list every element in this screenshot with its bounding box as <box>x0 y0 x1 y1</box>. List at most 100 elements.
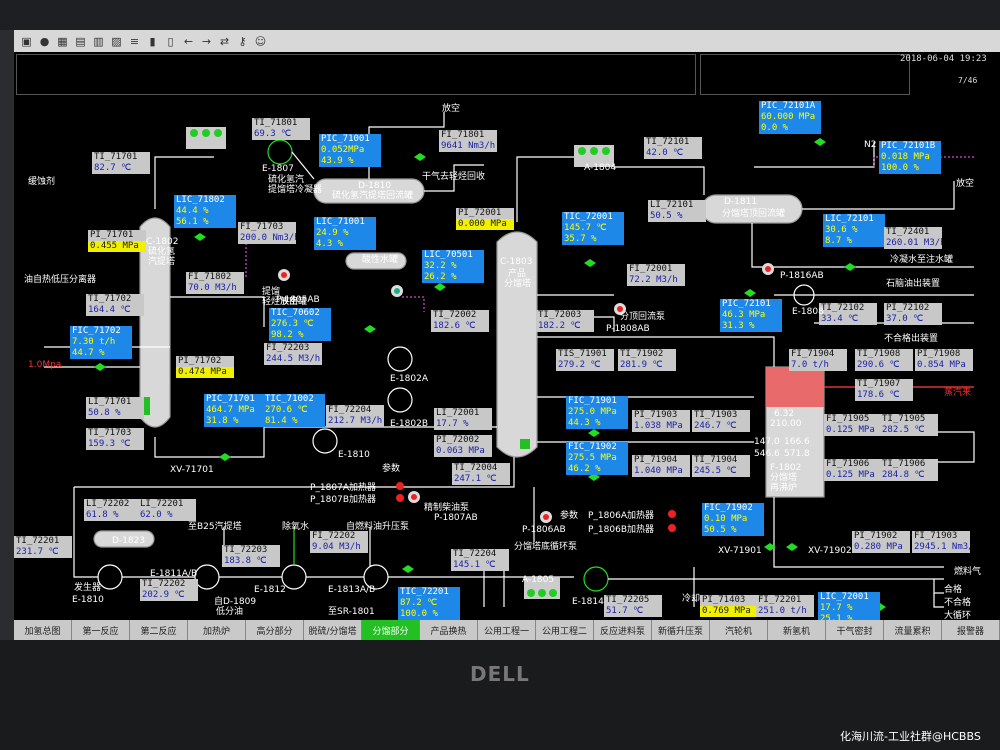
heater-p1807a-status-icon[interactable] <box>396 482 404 490</box>
nav-button-0[interactable]: 加氢总图 <box>14 620 72 640</box>
nav-button-16[interactable]: 报警器 <box>942 620 1000 640</box>
table-icon[interactable]: ▤ <box>75 34 86 48</box>
nav-button-1[interactable]: 第一反应 <box>72 620 130 640</box>
grid-icon[interactable]: ▦ <box>57 34 68 48</box>
nav-button-13[interactable]: 新氢机 <box>768 620 826 640</box>
user-icon[interactable]: ☺ <box>254 34 267 48</box>
nav-button-15[interactable]: 流量累积 <box>884 620 942 640</box>
nav-button-9[interactable]: 公用工程二 <box>536 620 594 640</box>
alarm-row[interactable] <box>17 55 695 64</box>
heater-p1806a-status-icon[interactable] <box>668 510 676 518</box>
nav-button-11[interactable]: 新循升压泵 <box>652 620 710 640</box>
key-icon[interactable]: ⚷ <box>238 34 247 48</box>
list-icon[interactable]: ≡ <box>129 34 140 48</box>
arrow-back-icon[interactable]: ← <box>183 34 194 48</box>
image-icon[interactable]: ▨ <box>111 34 122 48</box>
nav-button-2[interactable]: 第二反应 <box>130 620 188 640</box>
alarm-row[interactable] <box>17 64 695 73</box>
nav-button-7[interactable]: 产品换热 <box>420 620 478 640</box>
heater-p1806b-status-icon[interactable] <box>668 524 676 532</box>
nav-button-14[interactable]: 干气密封 <box>826 620 884 640</box>
chart-icon[interactable]: ▥ <box>93 34 104 48</box>
arrow-forward-icon[interactable]: → <box>201 34 212 48</box>
heater-p1807b-status-icon[interactable] <box>396 494 404 502</box>
nav-button-6[interactable]: 分馏部分 <box>362 620 420 640</box>
nav-button-5[interactable]: 脱硫/分馏塔 <box>304 620 362 640</box>
pause-icon[interactable]: ▮ <box>149 34 156 48</box>
alarm-row[interactable] <box>17 82 695 91</box>
nav-button-8[interactable]: 公用工程一 <box>478 620 536 640</box>
folder-icon[interactable]: ▣ <box>21 34 32 48</box>
alarm-list[interactable] <box>16 54 696 95</box>
swap-icon[interactable]: ⇄ <box>219 34 230 48</box>
doc-icon[interactable]: ▯ <box>167 34 174 48</box>
nav-button-4[interactable]: 高分部分 <box>246 620 304 640</box>
alarm-row[interactable] <box>17 73 695 82</box>
